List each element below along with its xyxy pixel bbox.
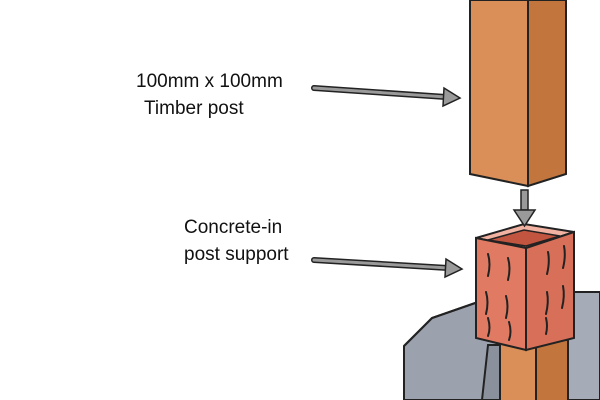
- timber-post-label: 100mm x 100mm Timber post: [136, 68, 283, 122]
- post-support-name: post support: [184, 244, 289, 265]
- post-support-type: Concrete-in: [184, 217, 283, 238]
- timber-pointer-arrow: [311, 85, 462, 108]
- insertion-arrow: [512, 189, 537, 228]
- post-support: [475, 222, 575, 352]
- timber-post-name: Timber post: [144, 98, 244, 119]
- support-pointer-arrow: [311, 257, 464, 279]
- timber-post-size: 100mm x 100mm: [136, 71, 283, 92]
- timber-post: [469, 0, 567, 188]
- post-support-label: Concrete-in post support: [184, 214, 289, 268]
